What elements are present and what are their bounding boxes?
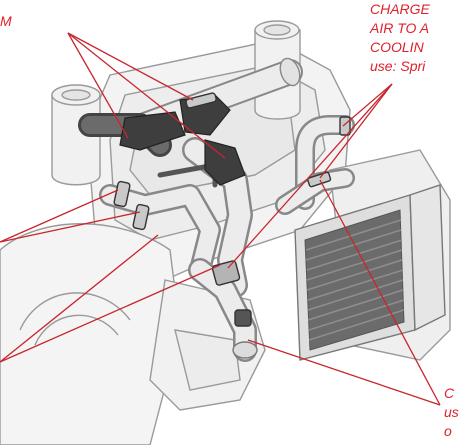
clamp-center [211,260,241,286]
housing-detail [174,329,241,391]
callout-top-right: CHARGE AIR TO A COOLIN use: Spri [370,0,430,76]
clamp-left-2 [132,203,150,231]
leader-line [319,179,441,406]
leader-line [67,32,194,101]
left-tank [51,94,101,186]
dark-hose-left [119,111,186,151]
leader-line [342,83,393,127]
clamp-right-2 [307,171,332,188]
leader-line [247,339,441,406]
callout-text-line: CHARGE [370,1,430,17]
leader-line [319,83,393,179]
callout-text-line: us [444,404,459,420]
callout-text-line: C [444,385,455,401]
clamp-lower [234,309,252,327]
callout-text-line: M [0,13,12,29]
clamp-top [185,92,217,109]
dark-hose-right [204,139,246,186]
callout-text-line: AIR TO A [370,20,430,36]
fender-left [0,223,181,445]
callout-text-line: use: Spri [370,58,426,74]
right-tank-cap-inner [263,24,291,36]
callout-text-line: o [444,423,452,439]
callout-top-left: M [0,12,12,31]
radiator-core [294,184,446,361]
leader-line [0,264,221,363]
leader-line [0,211,141,243]
fender-arch [19,292,131,331]
leader-line [67,32,129,139]
leader-line [0,189,119,243]
lower-pipe-end [232,341,258,359]
fender-arch-inner [34,314,119,346]
leader-line [227,83,393,269]
clamp-left-1 [113,180,131,208]
callout-text-line: COOLIN [370,39,424,55]
left-tank-cap-inner [61,89,91,101]
leader-line [0,234,159,363]
leader-line [67,32,226,159]
callout-bottom-right: C us o [444,384,459,441]
tube-end [279,57,301,87]
